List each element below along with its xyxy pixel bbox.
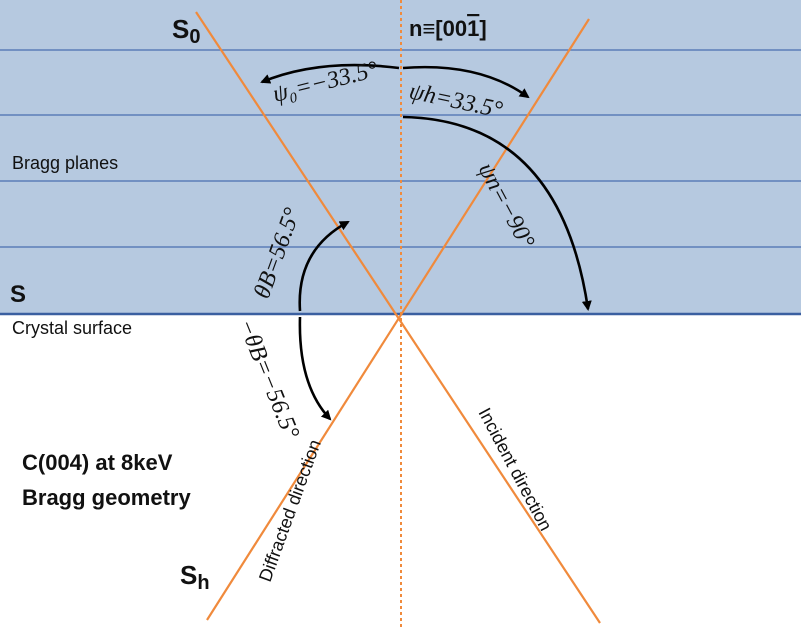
incident-direction-label: Incident direction bbox=[474, 404, 556, 534]
geometry-label: Bragg geometry bbox=[22, 485, 191, 510]
psih-arc-arrow bbox=[402, 65, 530, 99]
diffracted-beam-line bbox=[206, 18, 590, 621]
sh-label-main: S bbox=[180, 560, 197, 590]
normal-label-main: n≡[00 bbox=[409, 16, 467, 41]
diffracted-direction-label: Diffracted direction bbox=[255, 437, 325, 585]
s0-label: S0 bbox=[172, 14, 200, 48]
psi0-arc-arrow bbox=[260, 63, 400, 84]
psin-arc-arrow bbox=[402, 115, 592, 311]
bragg-planes-label: Bragg planes bbox=[12, 153, 118, 173]
s0-label-subscript: 0 bbox=[189, 26, 200, 48]
normal-label-close: ] bbox=[479, 16, 486, 41]
s0-label-main: S bbox=[172, 14, 189, 44]
sh-label: Sh bbox=[180, 560, 210, 594]
neg-theta-b-label: −θB=−56.5° bbox=[232, 316, 304, 444]
normal-label-bar-digit: 1 bbox=[467, 16, 479, 41]
s-surface-label: S bbox=[10, 281, 26, 308]
theta-b-arc-arrow bbox=[298, 220, 350, 312]
sh-label-subscript: h bbox=[197, 572, 209, 594]
neg-theta-b-arc-arrow bbox=[298, 316, 332, 421]
normal-label: n≡[001] bbox=[409, 16, 487, 41]
reflection-label: C(004) at 8keV bbox=[22, 450, 173, 475]
crystal-surface-label: Crystal surface bbox=[12, 318, 132, 338]
